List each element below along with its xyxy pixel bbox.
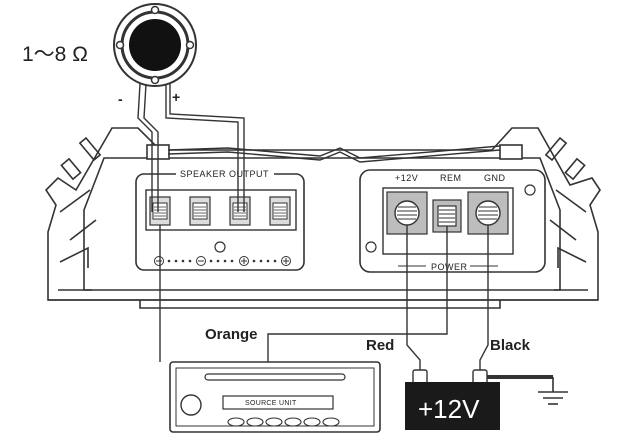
red-wire <box>406 225 421 372</box>
speaker-output-label: SPEAKER OUTPUT <box>180 169 269 179</box>
harness-wire <box>167 145 501 163</box>
indicator-led <box>214 241 226 253</box>
plus-symbol-icon <box>281 256 291 266</box>
mount-hole <box>524 184 536 196</box>
speaker-output-label-bg <box>176 167 274 181</box>
battery-positive-post <box>412 369 428 385</box>
speaker-terminal <box>269 196 291 226</box>
terminal-label-rem: REM <box>440 173 462 183</box>
power-panel: +12V REM GND POWER <box>359 169 546 273</box>
source-unit: SOURCE UNIT <box>169 361 381 433</box>
speaker-output-panel: SPEAKER OUTPUT <box>135 167 305 271</box>
ground-symbol-icon <box>487 375 568 405</box>
terminal-label-gnd: GND <box>484 173 506 183</box>
minus-symbol-icon <box>196 256 206 266</box>
speaker-terminal <box>189 196 211 226</box>
speaker-plus-label: + <box>172 89 180 105</box>
speaker-impedance-label: 1～8 Ω <box>22 43 88 66</box>
mount-hole <box>365 241 377 253</box>
heatsink-fins-left <box>58 136 102 291</box>
amplifier <box>44 127 601 309</box>
wires <box>137 83 501 372</box>
minus-symbol-icon <box>154 256 164 266</box>
source-unit-label: SOURCE UNIT <box>245 400 297 407</box>
speaker-minus-label: - <box>118 91 123 107</box>
volume-knob-icon <box>180 394 202 416</box>
orange-wire <box>267 226 448 364</box>
power-label: POWER <box>431 262 468 272</box>
orange-wire-label: Orange <box>205 326 258 343</box>
heatsink-fins-right <box>544 136 588 291</box>
polarity-row <box>154 256 291 266</box>
speaker-mount-hole <box>150 5 160 15</box>
preset-buttons <box>227 417 340 427</box>
amplifier-bottom-edge <box>48 299 598 309</box>
terminal-rem <box>432 199 462 233</box>
power-wire-entry <box>499 144 523 160</box>
speaker-minus-wire <box>137 83 159 212</box>
speaker-mount-hole <box>185 40 195 50</box>
speaker-cone <box>129 19 181 71</box>
terminal-label-12v: +12V <box>395 173 418 183</box>
black-wire-label: Black <box>490 337 531 354</box>
polarity-dots <box>167 259 277 263</box>
speaker-terminal <box>149 196 171 226</box>
battery-negative-post <box>472 369 488 385</box>
red-wire-label: Red <box>366 337 394 354</box>
speaker-mount-hole <box>150 75 160 85</box>
speaker-plus-wire <box>165 84 245 212</box>
battery-label: +12V <box>418 394 480 424</box>
speaker-terminal <box>229 196 251 226</box>
battery-body <box>405 382 500 430</box>
plus-symbol-icon <box>239 256 249 266</box>
battery: +12V <box>405 369 500 430</box>
black-wire <box>479 225 489 372</box>
disc-slot <box>204 373 346 381</box>
source-unit-display <box>222 395 334 410</box>
speaker: 1～8 Ω - + <box>22 3 197 107</box>
speaker-mount-hole <box>115 40 125 50</box>
